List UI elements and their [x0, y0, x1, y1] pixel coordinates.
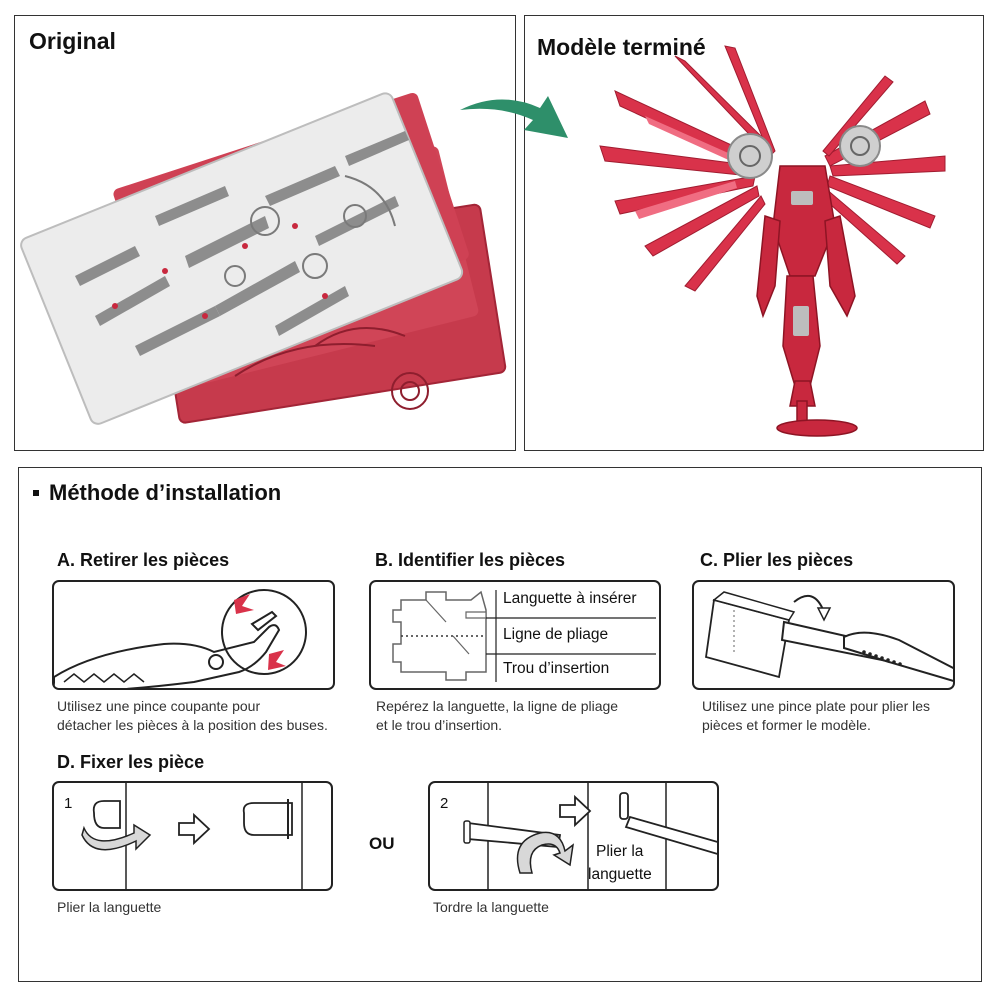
option-2-number: 2: [440, 795, 449, 812]
metal-sheets-image: [20, 92, 507, 425]
step-d-option-2-illustration: 2 Plier la languette: [428, 781, 719, 891]
step-d-option-1-illustration: 1: [52, 781, 333, 891]
step-a-title: A. Retirer les pièces: [57, 550, 230, 570]
option-1-number: 1: [64, 795, 73, 812]
step-d-option-2-caption: Tordre la languette: [433, 899, 549, 915]
step-b-caption-line-2: et le trou d’insertion.: [376, 717, 503, 733]
option-2-label-line-2: languette: [588, 866, 652, 883]
step-b-caption-line-1: Repérez la languette, la ligne de pliage: [376, 698, 619, 714]
label-insert-tab: Languette à insérer: [503, 590, 637, 607]
original-title: Original: [29, 28, 116, 54]
flat-pliers-icon: [704, 591, 953, 682]
label-insert-hole: Trou d’insertion: [503, 660, 610, 677]
finished-model-panel: Modèle terminé: [524, 15, 984, 451]
fold-tab-icon: [81, 783, 303, 889]
finished-title: Modèle terminé: [537, 34, 706, 60]
original-panel: Original: [14, 15, 516, 451]
step-c-caption-line-1: Utilisez une pince plate pour plier les: [702, 698, 931, 714]
cutting-pliers-icon: [54, 589, 307, 688]
step-c-illustration: [692, 580, 955, 690]
step-b-illustration: Languette à insérer Ligne de pliage Trou…: [369, 580, 661, 690]
installation-panel: Méthode d’installation A. Retirer les pi…: [18, 467, 982, 982]
option-2-label-line-1: Plier la: [596, 843, 644, 860]
step-d-option-1-caption: Plier la languette: [57, 899, 162, 915]
step-a-illustration: [52, 580, 335, 690]
step-c-caption-line-2: pièces et former le modèle.: [702, 717, 871, 733]
finished-model-image: [599, 45, 946, 437]
step-a-caption-line-1: Utilisez une pince coupante pour: [57, 698, 261, 714]
label-fold-line: Ligne de pliage: [503, 626, 609, 643]
twist-tab-icon: [463, 783, 717, 889]
installation-title: Méthode d’installation: [49, 480, 282, 505]
section-bullet-icon: [33, 490, 39, 496]
or-label: OU: [369, 834, 395, 853]
step-a-caption-line-2: détacher les pièces à la position des bu…: [57, 717, 328, 733]
step-d-title: D. Fixer les pièce: [57, 752, 205, 772]
step-b-title: B. Identifier les pièces: [375, 550, 566, 570]
part-diagram-icon: [392, 590, 656, 682]
step-c-title: C. Plier les pièces: [700, 550, 854, 570]
